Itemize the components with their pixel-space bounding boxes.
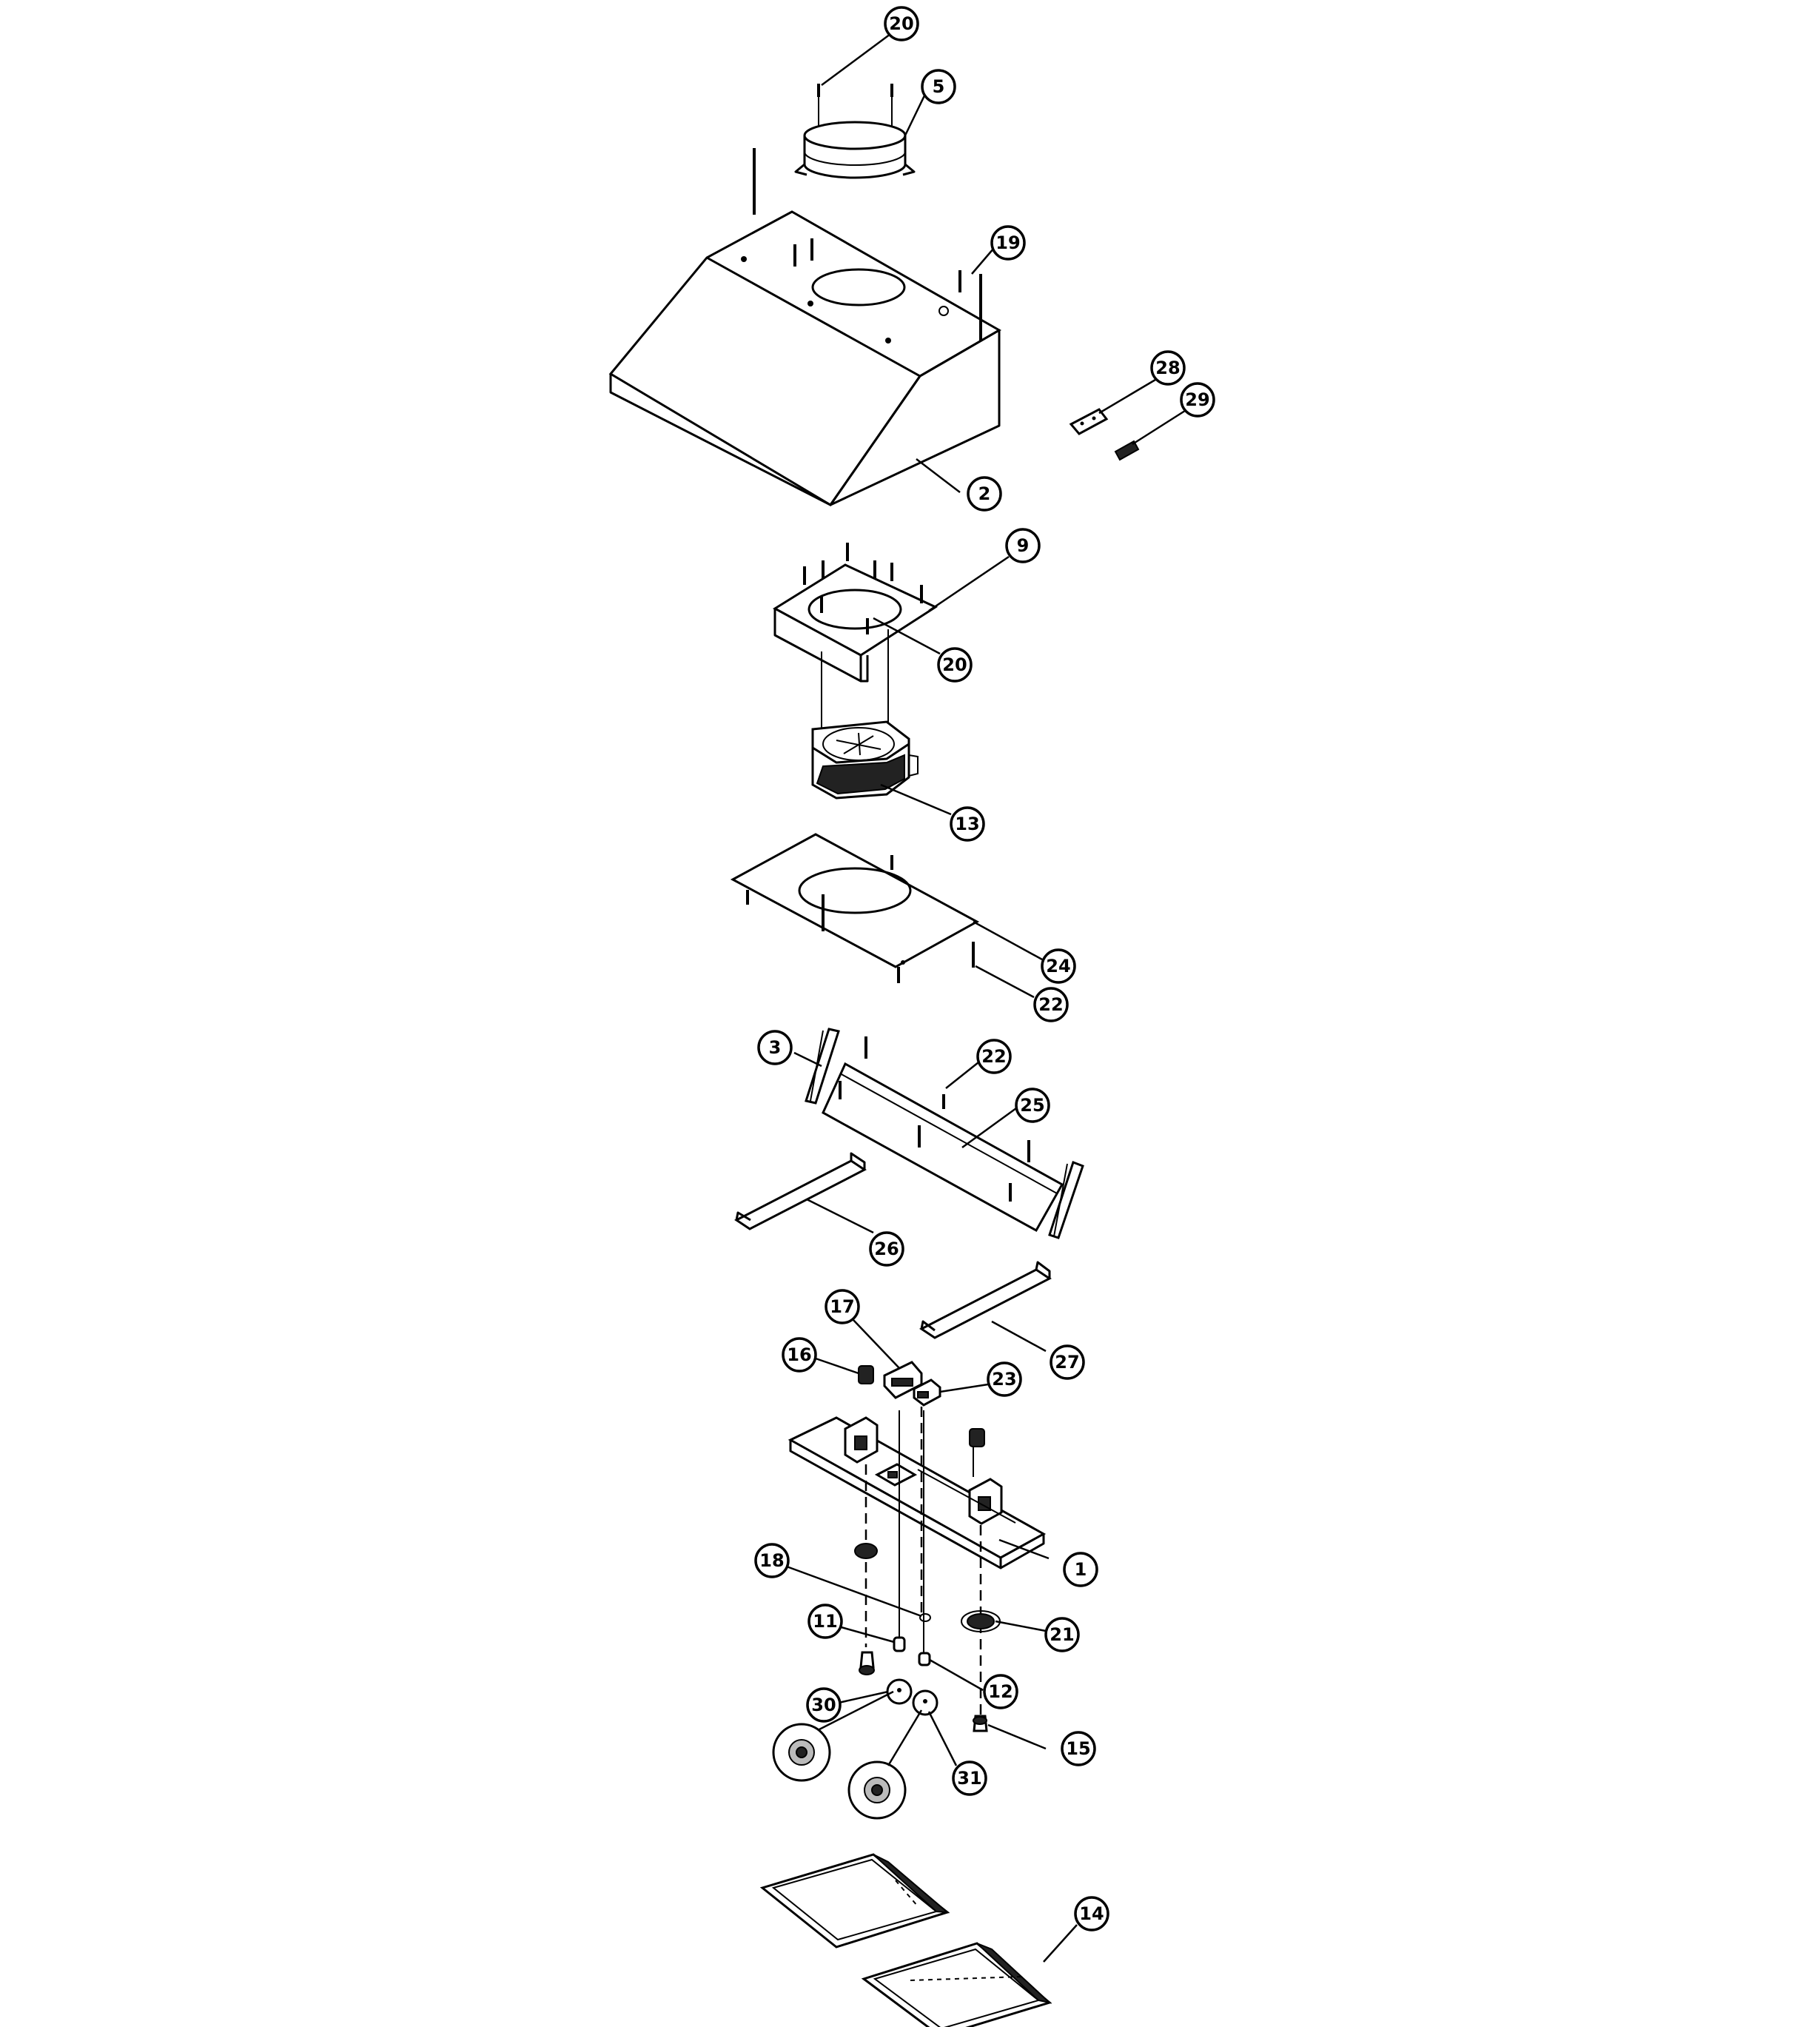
knob-31-part — [847, 1689, 938, 1820]
callout-label: 11 — [813, 1611, 837, 1632]
callout-5: 5 — [921, 69, 956, 104]
callout-label: 23 — [992, 1369, 1016, 1390]
callout-25: 25 — [1015, 1088, 1050, 1123]
callout-label: 22 — [981, 1046, 1006, 1067]
filter-channel-left-part — [734, 1152, 867, 1230]
callout-label: 25 — [1020, 1095, 1044, 1116]
switch-23-part — [913, 1378, 941, 1407]
fan-bracket-part — [773, 543, 938, 729]
callout-24: 24 — [1041, 948, 1076, 984]
callout-30: 30 — [806, 1687, 842, 1723]
knob-30-part — [772, 1678, 913, 1782]
front-panel-part — [822, 1036, 1064, 1233]
callout-14: 14 — [1074, 1896, 1109, 1931]
callout-label: 14 — [1079, 1903, 1104, 1924]
callout-26: 26 — [869, 1231, 904, 1267]
callout-label: 19 — [995, 232, 1020, 253]
callout-1: 1 — [1063, 1552, 1098, 1587]
callout-12: 12 — [983, 1674, 1018, 1709]
callout-22-lower: 22 — [1033, 987, 1069, 1022]
callout-label: 5 — [933, 76, 945, 97]
switch-housing-17-part — [883, 1361, 923, 1399]
callout-15: 15 — [1061, 1731, 1096, 1766]
callout-label: 20 — [889, 13, 913, 34]
callout-label: 31 — [957, 1768, 981, 1789]
duct-collar-part — [794, 84, 916, 179]
callout-13: 13 — [950, 806, 985, 842]
callout-9: 9 — [1005, 528, 1041, 563]
callout-label: 21 — [1050, 1624, 1074, 1645]
callout-label: 17 — [830, 1296, 854, 1317]
side-strip-right-part — [1048, 1161, 1084, 1239]
callout-label: 28 — [1155, 358, 1180, 378]
bulb-15-part — [859, 1651, 988, 1732]
callout-19: 19 — [990, 225, 1026, 261]
callout-29: 29 — [1180, 382, 1215, 418]
switch-29-part — [1114, 440, 1140, 461]
callout-label: 1 — [1075, 1559, 1087, 1580]
washer-18-part — [919, 1613, 931, 1622]
control-panel-part — [788, 1416, 1047, 1569]
blower-motor-part — [811, 720, 919, 800]
grease-filter-14-part — [759, 1853, 1052, 2027]
callout-label: 30 — [811, 1695, 836, 1715]
callout-11: 11 — [807, 1604, 843, 1639]
callout-label: 27 — [1055, 1352, 1079, 1373]
callout-label: 13 — [955, 814, 979, 834]
callout-22-upper: 22 — [976, 1039, 1012, 1074]
bracket-28-part — [1069, 408, 1109, 435]
callout-20-mid: 20 — [937, 647, 973, 683]
callout-label: 16 — [787, 1344, 811, 1365]
callout-3: 3 — [757, 1030, 793, 1065]
filter-channel-right-part — [919, 1261, 1052, 1339]
callout-label: 9 — [1017, 535, 1030, 556]
callout-27: 27 — [1050, 1344, 1085, 1380]
callout-label: 24 — [1046, 956, 1070, 976]
callout-label: 26 — [874, 1239, 899, 1259]
lamp-holder-21-part — [854, 1543, 1001, 1632]
callout-label: 22 — [1038, 994, 1063, 1015]
callout-2: 2 — [967, 476, 1002, 512]
light-socket-16-part — [858, 1365, 985, 1447]
leader-lines — [778, 33, 1188, 1963]
callout-21: 21 — [1044, 1617, 1080, 1652]
bottom-plate-part — [730, 833, 980, 983]
callout-label: 18 — [759, 1550, 784, 1571]
knob-shaft-12-part — [918, 1652, 931, 1666]
callout-16: 16 — [782, 1337, 817, 1373]
callout-label: 20 — [942, 654, 967, 675]
callout-label: 15 — [1066, 1738, 1090, 1759]
callout-28: 28 — [1150, 350, 1186, 386]
callout-label: 29 — [1185, 389, 1209, 410]
callout-label: 3 — [769, 1037, 782, 1058]
callout-label: 2 — [978, 483, 991, 504]
hood-body-part — [608, 148, 1002, 507]
callout-31: 31 — [952, 1760, 987, 1796]
callout-17: 17 — [825, 1289, 860, 1324]
callout-label: 12 — [988, 1681, 1013, 1702]
callout-18: 18 — [754, 1543, 790, 1578]
knob-shaft-11-part — [893, 1636, 906, 1652]
callout-20-top: 20 — [884, 6, 919, 41]
side-strip-left-part — [805, 1028, 840, 1105]
callout-23: 23 — [987, 1361, 1022, 1397]
